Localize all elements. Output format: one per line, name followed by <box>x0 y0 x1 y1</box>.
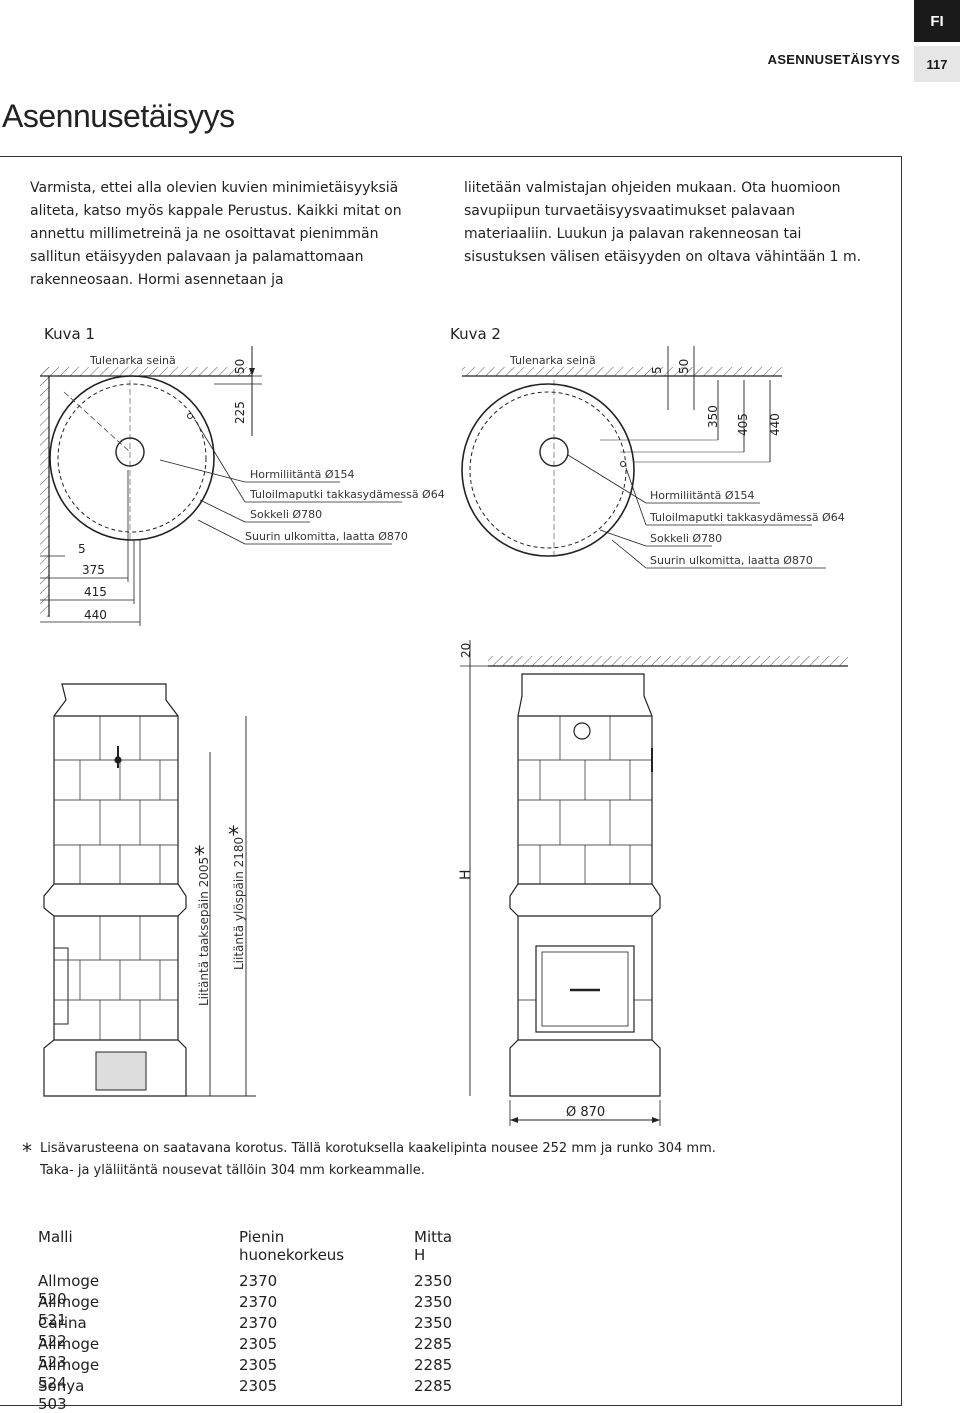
figure1-dim-440: 440 <box>84 608 107 622</box>
figure1-dim-375: 375 <box>82 563 105 577</box>
figure1-stove-outline <box>49 375 215 541</box>
top-connection-star: * <box>228 823 239 848</box>
figure2-stove-outline <box>461 383 635 557</box>
table-cell-model: Allmoge 521 <box>38 1293 100 1329</box>
figure1-plinth-label: Sokkeli Ø780 <box>250 508 322 521</box>
dim-h: H <box>458 869 474 880</box>
figure2-plinth-outline <box>469 391 627 549</box>
figure1-air-inlet <box>187 413 193 419</box>
figure2-label: Kuva 2 <box>450 325 501 343</box>
figure2-dim-350: 350 <box>706 405 720 428</box>
table-cell-model: Sonya 503 <box>38 1377 85 1413</box>
dim-870: Ø 870 <box>566 1105 605 1120</box>
table-cell-h: 2350 <box>414 1293 453 1311</box>
figure1-widest-label: Suurin ulkomitta, laatta Ø870 <box>245 530 408 543</box>
figure1-dim-5: 5 <box>78 542 86 556</box>
table-cell-min-height: 2305 <box>239 1356 278 1374</box>
figure1-dim-225: 225 <box>233 401 247 424</box>
figure1-plinth-outline <box>57 383 207 533</box>
figure1-dim-415: 415 <box>84 585 107 599</box>
figure2-air-inlet <box>620 461 626 467</box>
table-cell-min-height: 2305 <box>239 1377 278 1395</box>
figure2-wall-label: Tulenarka seinä <box>509 354 596 367</box>
table-cell-h: 2285 <box>414 1377 453 1395</box>
figure2-widest-label: Suurin ulkomitta, laatta Ø870 <box>650 554 813 567</box>
section-label: ASENNUSETÄISYYS <box>767 52 900 67</box>
footnote-star: * <box>22 1139 32 1163</box>
figure2-plinth-label: Sokkeli Ø780 <box>650 532 722 545</box>
elevation-side-view <box>43 683 187 1097</box>
back-connection-label: Liitäntä taaksepäin 2005 <box>197 857 211 1006</box>
table-cell-model: Allmoge 524 <box>38 1356 100 1392</box>
table-cell-min-height: 2370 <box>239 1293 278 1311</box>
footnote-line-1: Lisävarusteena on saatavana korotus. Täl… <box>40 1141 716 1156</box>
ceiling <box>488 656 848 666</box>
figure1-label: Kuva 1 <box>44 325 95 343</box>
dim-20: 20 <box>459 643 473 658</box>
figure2-flue-label: Hormiliitäntä Ø154 <box>650 489 755 502</box>
page-number: 117 <box>914 46 960 82</box>
figure1-dim-50: 50 <box>233 359 247 374</box>
table-header-h: Mitta H <box>414 1228 453 1264</box>
figure2-wall <box>462 367 782 376</box>
figure2-dim-50: 50 <box>677 359 691 374</box>
table-cell-model: Carina 522 <box>38 1314 87 1350</box>
table-header-model: Malli <box>38 1228 73 1246</box>
intro-text-left: Varmista, ettei alla olevien kuvien mini… <box>30 180 402 288</box>
figure2-dim-440: 440 <box>768 413 782 436</box>
table-header-min-height: Pienin huonekorkeus <box>239 1228 345 1264</box>
figure1-air-label: Tuloilmaputki takkasydämessä Ø64 <box>249 488 445 501</box>
figure2-dim-5: 5 <box>650 366 664 374</box>
table-cell-model: Allmoge 523 <box>38 1335 100 1371</box>
content-frame <box>0 156 902 1406</box>
table-cell-model: Allmoge 520 <box>38 1272 100 1308</box>
footnote-line-2: Taka- ja yläliitäntä nousevat tällöin 30… <box>40 1163 425 1178</box>
figure1-wall-left <box>40 367 49 617</box>
figure2-air-label: Tuloilmaputki takkasydämessä Ø64 <box>649 511 845 524</box>
intro-text-right: liitetään valmistajan ohjeiden mukaan. O… <box>464 180 862 265</box>
table-cell-min-height: 2370 <box>239 1314 278 1332</box>
elevation-front-view <box>509 673 661 1097</box>
table-cell-min-height: 2370 <box>239 1272 278 1290</box>
table-cell-h: 2350 <box>414 1314 453 1332</box>
top-connection-label: Liitäntä ylöspäin 2180 <box>232 837 246 970</box>
back-connection-star: * <box>194 843 205 868</box>
table-cell-h: 2285 <box>414 1335 453 1353</box>
page-title: Asennusetäisyys <box>2 98 235 134</box>
figure1-flue-label: Hormiliitäntä Ø154 <box>250 468 355 481</box>
figure1-wall-top <box>40 367 252 376</box>
language-tab: FI <box>914 0 960 42</box>
table-cell-h: 2285 <box>414 1356 453 1374</box>
figure1-wall-label: Tulenarka seinä <box>89 354 176 367</box>
figure2-dim-405: 405 <box>736 413 750 436</box>
table-cell-h: 2350 <box>414 1272 453 1290</box>
table-cell-min-height: 2305 <box>239 1335 278 1353</box>
